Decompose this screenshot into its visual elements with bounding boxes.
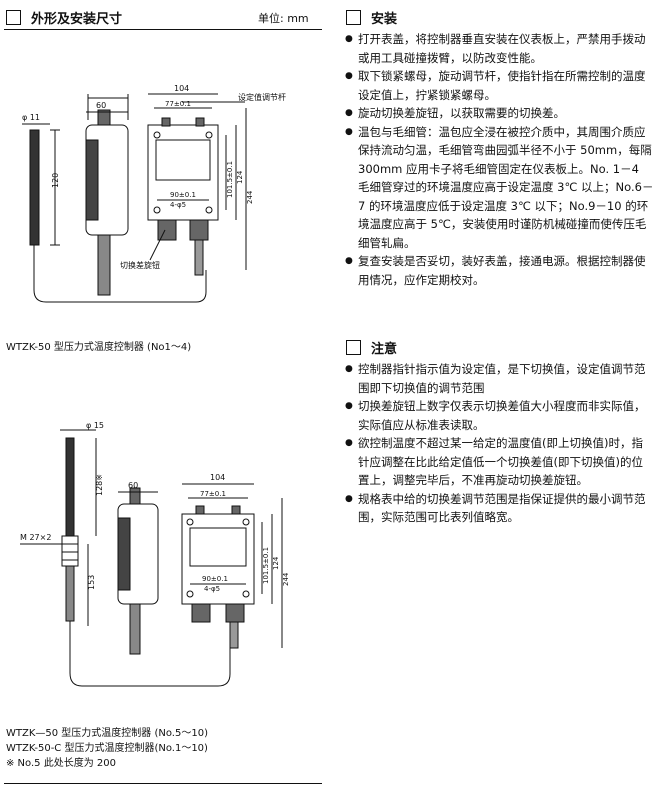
list-item: ●欲控制温度不超过某一给定的温度值(即上切换值)时，指针应调整在比此给定值低一个…: [345, 436, 643, 487]
threaded-fitting: [61, 535, 79, 567]
fig2-label-w60: 60: [128, 481, 138, 490]
unit-label: 单位: mm: [258, 12, 309, 25]
checkbox-square-icon: [346, 10, 361, 25]
fig1-label-w90: 90±0.1: [170, 191, 196, 199]
fig2-label-w104: 104: [210, 473, 225, 482]
bullet-icon: ●: [345, 493, 353, 504]
fig2-caption-line-2: WTZK-50-C 型压力式温度控制器(No.1～10): [6, 743, 208, 754]
temperature-bulb: [29, 129, 40, 246]
bullet-icon: ●: [345, 34, 353, 44]
list-item: ●复查安装是否妥切，装好表盖，接通电源。根据控制器使用情况，应作定期校对。: [345, 254, 646, 287]
fig1-label-w104: 104: [174, 84, 189, 93]
fig1-label-h244: 244: [246, 190, 254, 204]
dimensions-column: 外形及安装尺寸 单位: mm: [4, 8, 322, 784]
bullet-icon: ●: [345, 108, 353, 118]
list-item: ●切换差旋钮上数字仅表示切换差值大小程度而非实际值，实际值应从标准表读取。: [345, 399, 646, 432]
bullet-icon: ●: [345, 126, 353, 137]
fig1-label-phi: φ 11: [22, 113, 40, 122]
checkbox-square-icon: [346, 340, 361, 355]
list-item: ●温包与毛细管：温包应全浸在被控介质中，其周围介质应保持流动匀温，毛细管弯曲园弧…: [345, 124, 654, 250]
install-title-text: 安装: [371, 12, 398, 27]
fig1-label-bulb-length: 120: [51, 173, 60, 188]
fig1-label-setting-rod: 设定值调节杆: [238, 92, 286, 102]
fig1-label-w60: 60: [96, 101, 106, 110]
checkbox-square-icon: [6, 10, 21, 25]
fig1-label-h1015: 101.5±0.1: [226, 161, 234, 198]
fig1-label-knob: 切换差旋钮: [120, 260, 160, 270]
fig2-caption: WTZK—50 型压力式温度控制器 (No.5～10) WTZK-50-C 型压…: [6, 726, 208, 771]
notes-section-title: 注意: [346, 338, 397, 357]
fig2-label-h124: 124: [272, 556, 280, 570]
front-view-body-2: [181, 513, 255, 605]
bullet-icon: ●: [345, 71, 353, 81]
footer-rule: [4, 783, 322, 784]
fig2-label-w90: 90±0.1: [202, 575, 228, 583]
fig2-caption-line-3: ※ No.5 此处长度为 200: [6, 758, 116, 769]
fig1-label-h124: 124: [236, 170, 244, 184]
fig2-label-holes: 4-φ5: [204, 585, 220, 593]
fig2-label-h244: 244: [282, 572, 290, 586]
list-item: ●取下锁紧螺母，旋动调节杆，使指针指在所需控制的温度设定值上，拧紧锁紧螺母。: [345, 69, 646, 102]
bullet-icon: ●: [345, 364, 353, 374]
list-item: ●规格表中给的切换差调节范围是指保证提供的最小调节范围，实际范围可比表列值略宽。: [345, 491, 646, 525]
controller-drawing-2: φ 15 128※ M 27×2 153 60 104 77±0.1 101.5…: [20, 421, 290, 687]
install-section-title: 安装: [346, 8, 397, 27]
capillary-tube: [33, 245, 207, 303]
fig1-label-w77: 77±0.1: [165, 100, 191, 108]
fig2-label-w77: 77±0.1: [200, 490, 226, 498]
list-item: ●控制器指针指示值为设定值，是下切换值，设定值调节范围即下切换值的调节范围: [345, 362, 646, 395]
install-list: ●打开表盖，将控制器垂直安装在仪表板上，严禁用手拨动或用工具碰撞拨臂，以防改变性…: [344, 30, 654, 289]
fig2-label-phi: φ 15: [86, 421, 104, 430]
fig2-caption-line-1: WTZK—50 型压力式温度控制器 (No.5～10): [6, 728, 208, 739]
controller-drawing-1: φ 11 120 60 104 77±0.1 设定值调节杆 101.5±0.1 …: [22, 84, 286, 303]
dimensions-title-text: 外形及安装尺寸: [31, 12, 123, 27]
bullet-icon: ●: [345, 401, 353, 411]
front-view-body: [147, 124, 219, 221]
instructions-column: 安装 ●打开表盖，将控制器垂直安装在仪表板上，严禁用手拨动或用工具碰撞拨臂，以防…: [330, 0, 660, 796]
header-rule: [4, 29, 322, 30]
dimensions-section-title: 外形及安装尺寸: [6, 8, 122, 27]
fig2-label-thread: M 27×2: [20, 533, 51, 542]
fig2-label-h153: 153: [87, 575, 96, 590]
temperature-bulb-2: [65, 437, 75, 537]
fig1-label-holes: 4-φ5: [170, 201, 186, 209]
bullet-icon: ●: [345, 256, 353, 266]
fig2-label-bulb-length: 128※: [95, 474, 104, 496]
fig1-caption: WTZK-50 型压力式温度控制器 (No1～4): [6, 342, 192, 353]
capillary-tube-2: [69, 621, 231, 687]
list-item: ●打开表盖，将控制器垂直安装在仪表板上，严禁用手拨动或用工具碰撞拨臂，以防改变性…: [345, 32, 646, 65]
bullet-icon: ●: [345, 438, 353, 448]
fig2-label-h1015: 101.5±0.1: [262, 547, 270, 584]
notes-list: ●控制器指针指示值为设定值，是下切换值，设定值调节范围即下切换值的调节范围 ●切…: [344, 360, 654, 527]
notes-title-text: 注意: [371, 342, 398, 357]
list-item: ●旋动切换差旋钮，以获取需要的切换差。: [344, 104, 654, 123]
